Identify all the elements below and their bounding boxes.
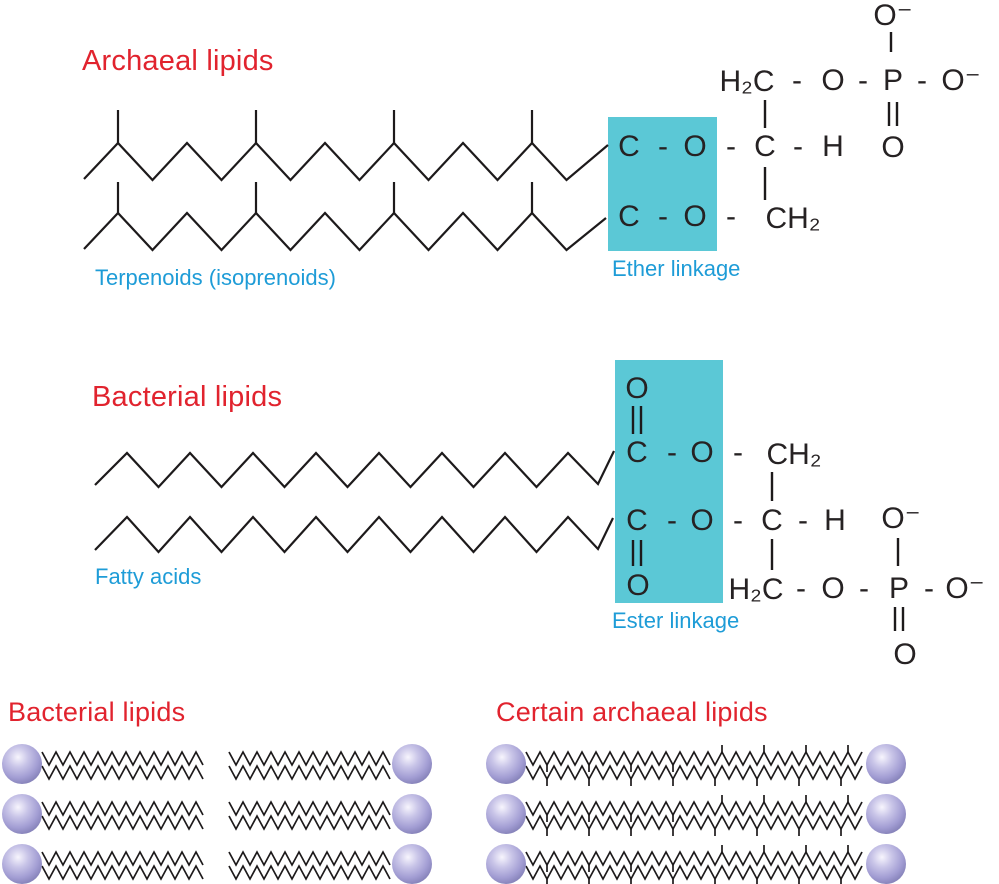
lipid-head-sphere bbox=[866, 794, 906, 834]
bond-dash: - bbox=[858, 64, 868, 97]
ether-linkage-box bbox=[608, 117, 717, 251]
lipid-head-sphere bbox=[2, 844, 42, 884]
bacterial-membrane-tail bbox=[228, 814, 391, 831]
hydrocarbon-chains-layer bbox=[83, 110, 615, 554]
bond-dash: - bbox=[733, 436, 743, 469]
atom-label: O bbox=[625, 372, 649, 405]
bacterial-membrane-tail bbox=[228, 850, 391, 867]
ester-linkage-label: Ester linkage bbox=[612, 608, 740, 633]
lipid-head-sphere bbox=[486, 844, 526, 884]
archaeal-section-title: Archaeal lipids bbox=[82, 45, 274, 77]
archaeal-membrane-chain bbox=[525, 864, 863, 881]
atom-label: H₂C bbox=[728, 573, 784, 606]
atom-label: H bbox=[822, 130, 844, 163]
atom-label: H bbox=[824, 504, 846, 537]
chemical-bonds-layer bbox=[631, 32, 905, 631]
bacterial-membrane-tail bbox=[228, 864, 391, 881]
atom-label: C bbox=[626, 436, 648, 469]
atom-label: O⁻ bbox=[873, 0, 913, 32]
bacterial-membrane-tail bbox=[41, 864, 204, 881]
bond-dash: - bbox=[859, 572, 869, 605]
bacterial-membrane-tail bbox=[41, 814, 204, 831]
bond-dash: - bbox=[733, 504, 743, 537]
bond-dash: - bbox=[924, 572, 934, 605]
bacterial-fatty-acid-chain-bottom bbox=[94, 515, 614, 554]
bacterial-membrane-tail bbox=[41, 764, 204, 781]
ether-linkage-label: Ether linkage bbox=[612, 256, 741, 281]
archaeal-membrane-chain bbox=[525, 764, 863, 781]
bond-dash: - bbox=[917, 64, 927, 97]
bacterial-membrane-tail bbox=[228, 750, 391, 767]
bond-dash: - bbox=[798, 504, 808, 537]
bond-dash: - bbox=[792, 64, 802, 97]
bond-dash: - bbox=[667, 504, 677, 537]
lipid-head-sphere bbox=[392, 744, 432, 784]
atom-label: O⁻ bbox=[941, 64, 981, 97]
atom-label: C bbox=[626, 504, 648, 537]
lipid-head-sphere bbox=[2, 744, 42, 784]
fatty-acids-label: Fatty acids bbox=[95, 564, 202, 589]
atom-label: O bbox=[690, 436, 714, 469]
lipid-head-sphere bbox=[866, 744, 906, 784]
bacterial-section-title: Bacterial lipids bbox=[92, 381, 283, 413]
archaeal-membrane-chain bbox=[525, 800, 863, 817]
atom-label: O bbox=[893, 638, 917, 671]
membrane-bacterial-title: Bacterial lipids bbox=[8, 697, 186, 727]
atom-label: CH₂ bbox=[765, 202, 821, 235]
bacterial-membrane-tail bbox=[41, 750, 204, 767]
atom-label: O⁻ bbox=[945, 572, 985, 605]
atom-label: C bbox=[618, 130, 640, 163]
lipid-head-sphere bbox=[486, 794, 526, 834]
atom-label: O bbox=[881, 131, 905, 164]
archaeal-isoprenoid-chain-bottom bbox=[83, 211, 607, 252]
atom-label: O bbox=[821, 572, 845, 605]
lipid-head-sphere bbox=[866, 844, 906, 884]
bond-dash: - bbox=[726, 200, 736, 233]
lipid-head-sphere bbox=[392, 844, 432, 884]
atom-label: H₂C bbox=[719, 65, 775, 98]
lipid-head-sphere bbox=[392, 794, 432, 834]
atom-label: P bbox=[882, 64, 904, 97]
bond-dash: - bbox=[658, 130, 668, 163]
bond-dash: - bbox=[793, 130, 803, 163]
bacterial-fatty-acid-chain-top bbox=[94, 450, 615, 489]
lipid-head-sphere bbox=[486, 744, 526, 784]
atom-label: C bbox=[754, 130, 776, 163]
bacterial-membrane-tail bbox=[41, 800, 204, 817]
atom-label: O bbox=[683, 200, 707, 233]
archaeal-membrane-chain bbox=[525, 814, 863, 831]
bond-dash: - bbox=[796, 572, 806, 605]
atom-label: O⁻ bbox=[881, 502, 921, 535]
atom-label: C bbox=[618, 200, 640, 233]
bacterial-membrane-tail bbox=[41, 850, 204, 867]
bacterial-membrane-tail bbox=[228, 764, 391, 781]
bond-dash: - bbox=[726, 130, 736, 163]
membrane-lipids-layer bbox=[2, 744, 906, 884]
atom-label: O bbox=[690, 504, 714, 537]
archaeal-membrane-chain bbox=[525, 750, 863, 767]
lipid-head-sphere bbox=[2, 794, 42, 834]
bacterial-membrane-tail bbox=[228, 800, 391, 817]
atom-label: O bbox=[821, 64, 845, 97]
archaeal-isoprenoid-chain-top bbox=[83, 141, 609, 182]
bond-dash: - bbox=[667, 436, 677, 469]
atom-label: P bbox=[888, 572, 910, 605]
atom-label: O bbox=[683, 130, 707, 163]
atom-label: O bbox=[626, 569, 650, 602]
membrane-archaeal-title: Certain archaeal lipids bbox=[496, 697, 768, 727]
bond-dash: - bbox=[658, 200, 668, 233]
atom-label: CH₂ bbox=[766, 438, 822, 471]
terpenoids-label: Terpenoids (isoprenoids) bbox=[95, 265, 336, 290]
atom-label: C bbox=[761, 504, 783, 537]
archaeal-membrane-chain bbox=[525, 850, 863, 867]
